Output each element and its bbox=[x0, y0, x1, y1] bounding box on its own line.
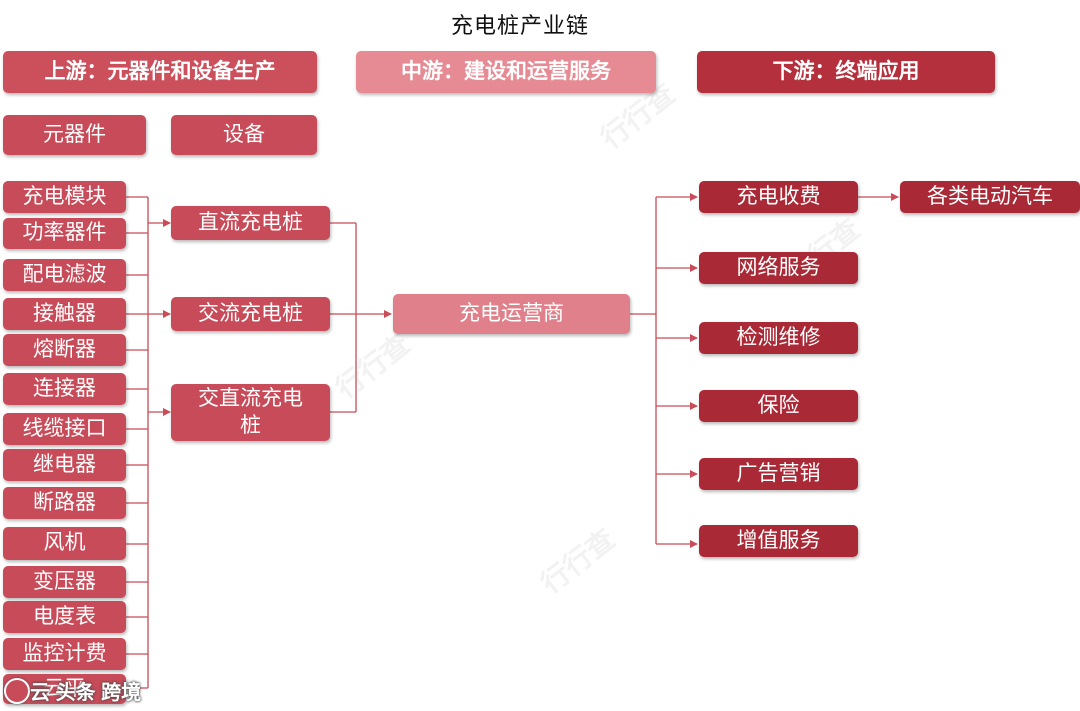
service-item: 充电收费 bbox=[699, 181, 858, 213]
upstream-header: 上游：元器件和设备生产 bbox=[3, 51, 317, 93]
pile-type-ac: 交流充电桩 bbox=[171, 297, 330, 331]
component-item: 继电器 bbox=[3, 449, 126, 481]
service-item: 网络服务 bbox=[699, 252, 858, 284]
equipment-category: 设备 bbox=[171, 115, 317, 155]
pile-type-acdc: 交直流充电桩 bbox=[171, 384, 330, 441]
component-item: 充电模块 bbox=[3, 181, 126, 213]
component-item: 连接器 bbox=[3, 373, 126, 405]
downstream-header: 下游：终端应用 bbox=[697, 51, 995, 93]
component-item: 变压器 bbox=[3, 566, 126, 598]
corner-logo: 云 头条 跨境 bbox=[30, 682, 142, 704]
charging-operator: 充电运营商 bbox=[393, 294, 630, 334]
component-item: 电度表 bbox=[3, 601, 126, 633]
component-item: 功率器件 bbox=[3, 218, 126, 249]
component-item: 配电滤波 bbox=[3, 259, 126, 291]
service-item: 保险 bbox=[699, 390, 858, 422]
pile-type-dc: 直流充电桩 bbox=[171, 206, 330, 240]
page-title: 充电桩产业链 bbox=[450, 13, 589, 38]
midstream-header: 中游：建设和运营服务 bbox=[356, 51, 656, 93]
service-item: 增值服务 bbox=[699, 525, 858, 557]
component-item: 监控计费 bbox=[3, 638, 126, 670]
service-item: 检测维修 bbox=[699, 322, 858, 354]
component-item: 风机 bbox=[3, 527, 126, 560]
electric-vehicles: 各类电动汽车 bbox=[900, 181, 1080, 213]
component-item: 断路器 bbox=[3, 487, 126, 519]
logo-icon bbox=[4, 678, 30, 704]
component-item: 熔断器 bbox=[3, 334, 126, 366]
component-item: 线缆接口 bbox=[3, 413, 126, 445]
service-item: 广告营销 bbox=[699, 458, 858, 490]
components-category: 元器件 bbox=[3, 115, 146, 155]
component-item: 接触器 bbox=[3, 298, 126, 330]
